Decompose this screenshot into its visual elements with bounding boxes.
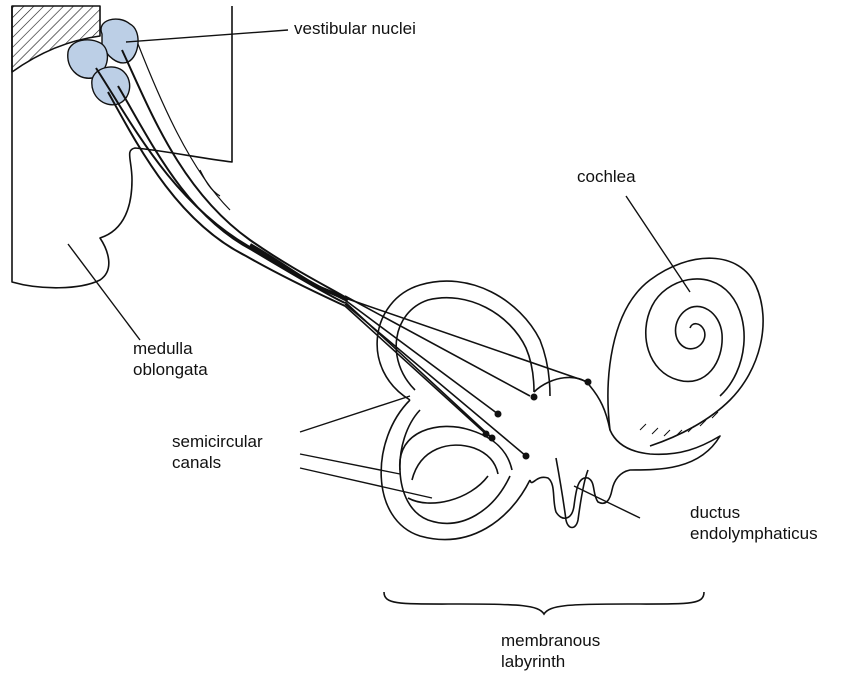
label-cochlea: cochlea <box>577 166 636 187</box>
cochlea-spiral <box>646 279 744 396</box>
label-semicircular-canals: semicircular canals <box>172 431 263 473</box>
nerve-sheath-top <box>138 44 230 210</box>
leader-medulla <box>68 244 140 340</box>
nerve-ending-dot <box>489 435 496 442</box>
membranous-labyrinth-bracket <box>384 592 704 614</box>
label-ductus-endolymphaticus: ductus endolymphaticus <box>690 502 818 544</box>
leader-lines <box>68 30 690 518</box>
nerve-ending-dot <box>523 453 530 460</box>
posterior-canal-outer <box>381 400 530 539</box>
nerve-ending-dot <box>483 431 490 438</box>
lateral-canal-loop <box>408 476 488 503</box>
lateral-canal-outer <box>400 426 512 470</box>
nerve-endings <box>483 379 592 460</box>
cochlea-hatching <box>640 412 718 436</box>
leader-semicircular-1 <box>300 396 410 432</box>
vestibular-nerve <box>96 44 588 456</box>
nerve-trunk <box>250 245 348 300</box>
label-membranous-labyrinth: membranous labyrinth <box>501 630 600 672</box>
nucleus-lower <box>92 67 130 105</box>
membranous-labyrinth-shape <box>377 258 763 539</box>
label-vestibular-nuclei: vestibular nuclei <box>294 18 416 39</box>
nerve-sheath-bottom <box>200 170 220 196</box>
leader-cochlea <box>626 196 690 292</box>
leader-vestibular-nuclei <box>126 30 288 42</box>
superior-canal-inner <box>396 298 534 392</box>
nerve-ending-dot <box>495 411 502 418</box>
lateral-canal-inner <box>412 445 498 480</box>
label-medulla-oblongata: medulla oblongata <box>133 338 208 380</box>
vestibule-body <box>530 377 720 518</box>
nerve-ending-dot <box>531 394 538 401</box>
leader-ductus <box>574 486 640 518</box>
leader-semicircular-3 <box>300 468 432 498</box>
nerve-ending-dot <box>585 379 592 386</box>
